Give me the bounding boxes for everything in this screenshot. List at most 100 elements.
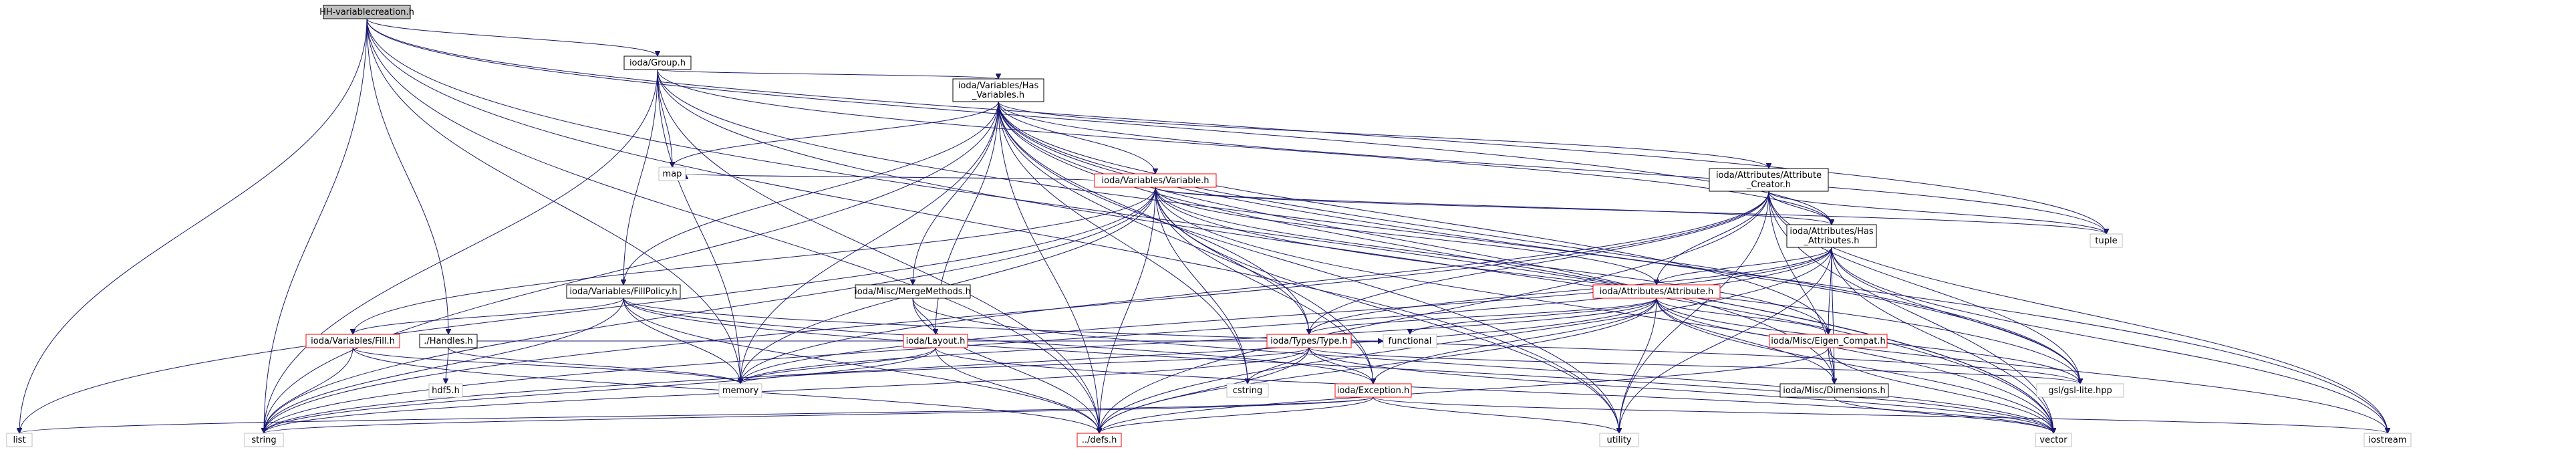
edge-exception-to-string: [264, 396, 1374, 434]
edge-group-to-vector: [657, 69, 2053, 433]
node-label-mergemethods-0: ioda/Misc/MergeMethods.h: [855, 287, 971, 297]
edge-variable-to-tuple: [1155, 187, 2106, 235]
edge-variable-to-eigen: [1155, 187, 1828, 334]
node-hasattrs[interactable]: ioda/Attributes/Has_Attributes.h: [1786, 224, 1877, 248]
node-variable[interactable]: ioda/Variables/Variable.h: [1094, 173, 1217, 188]
node-handles[interactable]: ./Handles.h: [419, 334, 478, 348]
edge-dimensions-to-vector: [1834, 396, 2053, 434]
node-box-attribute: [1592, 284, 1721, 299]
node-label-handles-0: ./Handles.h: [424, 336, 473, 346]
node-label-hasvars-1: _Variables.h: [972, 90, 1024, 100]
edge-eigen-to-dimensions: [1828, 347, 1834, 384]
edge-hasvars-to-attrcreator: [998, 101, 1769, 169]
node-box-variable: [1094, 173, 1217, 188]
edge-fillpolicy-to-defs: [623, 298, 1099, 433]
edge-attribute-to-functional: [1410, 298, 1657, 335]
node-mergemethods[interactable]: ioda/Misc/MergeMethods.h: [855, 284, 971, 299]
edge-hasvars-to-utility: [998, 101, 1619, 433]
node-attribute[interactable]: ioda/Attributes/Attribute.h: [1592, 284, 1721, 299]
node-label-functional-0: functional: [1389, 336, 1432, 346]
node-root[interactable]: HH-variablecreation.h: [319, 5, 414, 19]
node-label-hdf5-0: hdf5.h: [432, 386, 460, 396]
edge-attribute-to-defs: [1099, 298, 1657, 433]
node-box-gsl: [2036, 383, 2124, 398]
node-defs[interactable]: ../defs.h: [1077, 433, 1122, 447]
edge-hasattrs-to-vector: [1831, 247, 2053, 433]
node-label-attrcreator-0: ioda/Attributes/Attribute: [1716, 171, 1822, 181]
edge-fill-to-string: [264, 347, 353, 433]
node-box-tuple: [2090, 233, 2123, 248]
node-box-fillpolicy: [566, 284, 681, 299]
node-fillpolicy[interactable]: ioda/Variables/FillPolicy.h: [566, 284, 681, 299]
edge-group-to-hasattrs: [657, 69, 1832, 225]
edge-layout-to-memory: [740, 347, 936, 384]
edge-root-to-utility: [366, 18, 1619, 433]
edge-hasattrs-to-attribute: [1657, 247, 1832, 286]
node-box-fill: [305, 334, 400, 348]
edge-layout-to-string: [264, 347, 936, 433]
node-fill[interactable]: ioda/Variables/Fill.h: [305, 334, 400, 348]
node-label-tuple-0: tuple: [2095, 236, 2117, 246]
edge-group-to-fillpolicy: [623, 69, 658, 285]
edge-hasvars-to-vector: [998, 101, 2053, 433]
edge-hasattrs-to-dimensions: [1831, 247, 1834, 384]
edge-mergemethods-to-vector: [912, 298, 2053, 433]
node-label-list-0: list: [13, 435, 25, 445]
edges-layer: [19, 18, 2388, 434]
node-hdf5: hdf5.h: [428, 383, 463, 398]
edge-hasattrs-to-string: [264, 247, 1832, 433]
node-box-defs: [1077, 433, 1122, 447]
node-box-dimensions: [1779, 383, 1889, 398]
edge-attrcreator-to-memory: [740, 191, 1769, 384]
edge-attrcreator-to-utility: [1619, 191, 1769, 433]
node-exception[interactable]: ioda/Exception.h: [1334, 383, 1412, 398]
edge-root-to-hasattrs: [366, 18, 1832, 225]
edge-attribute-to-dimensions: [1656, 298, 1834, 384]
edge-handles-to-memory: [448, 347, 740, 384]
edge-variable-to-hasattrs: [1155, 187, 1832, 225]
edge-group-to-defs: [657, 69, 1099, 433]
edge-exception-to-defs: [1099, 396, 1374, 434]
node-box-cstring: [1226, 383, 1269, 398]
node-label-variable-0: ioda/Variables/Variable.h: [1102, 176, 1209, 186]
node-tuple: tuple: [2090, 233, 2123, 248]
node-layout[interactable]: ioda/Layout.h: [903, 334, 968, 348]
edge-hasvars-to-string: [264, 101, 999, 433]
edge-fillpolicy-to-string: [264, 298, 624, 433]
node-label-eigen-0: ioda/Misc/Eigen_Compat.h: [1771, 336, 1886, 346]
node-label-hasattrs-1: _Attributes.h: [1803, 236, 1859, 246]
edge-hasvars-to-memory: [740, 101, 999, 384]
edge-variable-to-defs: [1099, 187, 1156, 433]
edge-attrcreator-to-type: [1309, 191, 1769, 334]
edge-type-to-memory: [740, 347, 1310, 384]
edge-layout-to-defs: [935, 347, 1099, 433]
node-label-exception-0: ioda/Exception.h: [1337, 386, 1410, 396]
node-label-hasattrs-0: ioda/Attributes/Has: [1790, 227, 1873, 237]
node-type[interactable]: ioda/Types/Type.h: [1266, 334, 1352, 348]
node-list: list: [6, 433, 33, 447]
edge-hasvars-to-exception: [998, 101, 1373, 384]
edge-root-to-tuple: [366, 18, 2106, 234]
node-vector: vector: [2035, 433, 2072, 447]
node-eigen[interactable]: ioda/Misc/Eigen_Compat.h: [1769, 334, 1888, 348]
node-box-utility: [1599, 433, 1639, 447]
edge-hasvars-to-cstring: [998, 101, 1248, 384]
edge-hasattrs-to-memory: [740, 247, 1832, 384]
node-map: map: [658, 166, 686, 181]
edge-layout-to-vector: [935, 347, 2053, 433]
edge-group-to-hasvars: [657, 69, 998, 80]
edge-attrcreator-to-defs: [1099, 191, 1769, 433]
node-label-gsl-0: gsl/gsl-lite.hpp: [2048, 386, 2112, 396]
edge-type-to-defs: [1099, 347, 1310, 433]
node-attrcreator[interactable]: ioda/Attributes/Attribute_Creator.h: [1709, 168, 1829, 192]
node-label-memory-0: memory: [722, 386, 759, 396]
node-group[interactable]: ioda/Group.h: [623, 55, 692, 70]
edge-eigen-to-vector: [1828, 347, 2053, 433]
edge-eigen-to-defs: [1099, 347, 1829, 433]
edge-hasattrs-to-type: [1309, 247, 1832, 334]
node-hasvars[interactable]: ioda/Variables/Has_Variables.h: [952, 78, 1044, 102]
edge-attribute-to-string: [264, 298, 1657, 433]
edge-hasattrs-to-gsl: [1831, 247, 2080, 384]
node-dimensions[interactable]: ioda/Misc/Dimensions.h: [1779, 383, 1889, 398]
edge-exception-to-list: [19, 396, 1374, 434]
